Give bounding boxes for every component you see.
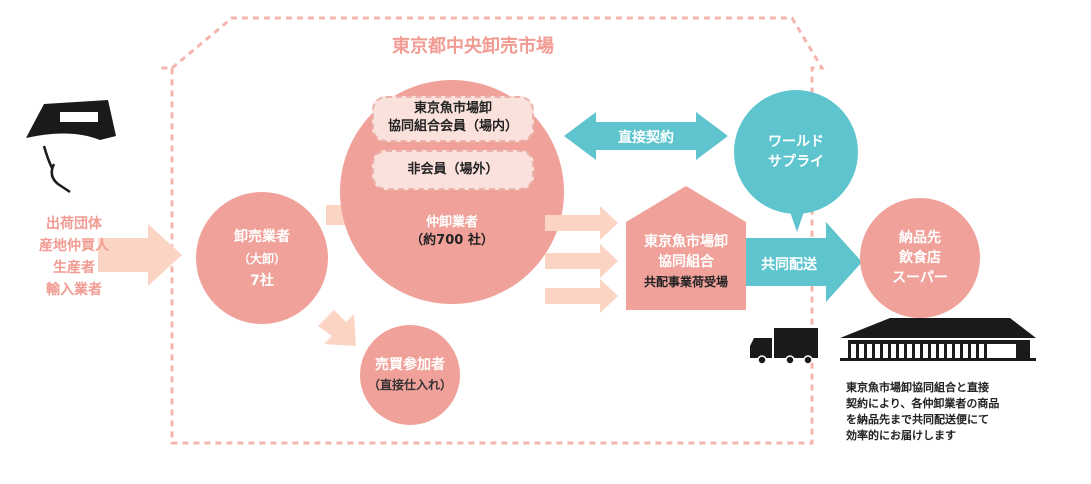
intermediate-count: （約700 社） (410, 233, 494, 248)
world-supply-line: サプライ (768, 154, 824, 170)
warehouse-icon (840, 318, 1036, 361)
destination-label: 納品先 飲食店 スーパー (870, 228, 970, 288)
world-supply-circle (734, 90, 858, 214)
direct-contract-arrow (564, 112, 728, 160)
producer-icon (26, 100, 116, 194)
destination-line: 納品先 (899, 230, 941, 246)
market-title: 東京都中央卸売市場 (392, 36, 554, 57)
shippers-label: 出荷団体 産地仲買人 生産者 輸入業者 (28, 213, 120, 301)
arrow-wholesalers-to-traders (318, 310, 356, 346)
shipper-line: 出荷団体 (46, 216, 102, 232)
wholesalers-count: 7社 (250, 273, 274, 289)
note-line: を納品先まで共同配送便にて (846, 413, 989, 426)
destination-line: スーパー (892, 270, 948, 286)
note-line: 東京魚市場卸協同組合と直接 (846, 381, 989, 394)
world-supply-tail (788, 206, 806, 232)
intermediate-label: 仲卸業者 （約700 社） (402, 214, 502, 250)
traders-label: 売買参加者 （直接仕入れ） (360, 355, 460, 395)
note-line: 効率的にお届けします (846, 429, 956, 442)
cooperative-house (626, 186, 746, 310)
traders-circle (360, 325, 460, 425)
market-boundary (158, 16, 825, 445)
intermediate-name: 仲卸業者 (425, 215, 478, 230)
coop-line: 共配事業荷受場 (643, 275, 728, 289)
traders-name: 売買参加者 (375, 357, 445, 373)
note-line: 契約により、各仲卸業者の商品 (846, 397, 1000, 410)
joint-delivery-arrow (746, 222, 862, 302)
arrow-intermediate-to-coop-1 (545, 206, 618, 240)
member-line: 東京魚市場卸 (413, 101, 492, 116)
shipper-line: 産地仲買人 (39, 238, 109, 254)
arrow-intermediate-to-coop-3 (545, 279, 618, 313)
world-supply-label: ワールド サプライ (746, 132, 846, 172)
wholesalers-label: 卸売業者 （大卸） 7社 (212, 226, 312, 292)
cooperative-label: 東京魚市場卸 協同組合 共配事業荷受場 (626, 232, 746, 292)
coop-line: 東京魚市場卸 (644, 234, 728, 250)
truck-icon (750, 328, 818, 365)
arrow-intermediate-to-coop-2 (545, 244, 618, 278)
nonmember-pill: 非会員（場外） (372, 150, 534, 190)
wholesalers-note: （大卸） (237, 252, 286, 266)
destination-line: 飲食店 (899, 250, 941, 266)
wholesalers-circle (196, 192, 328, 324)
world-supply-line: ワールド (768, 134, 824, 150)
traders-note: （直接仕入れ） (367, 378, 452, 392)
delivery-note: 東京魚市場卸協同組合と直接 契約により、各仲卸業者の商品 を納品先まで共同配送便… (846, 380, 1086, 444)
wholesalers-name: 卸売業者 (234, 229, 290, 245)
member-line: 協同組合会員（場内） (387, 119, 518, 134)
coop-line: 協同組合 (658, 254, 714, 270)
member-pill: 東京魚市場卸 協同組合会員（場内） (372, 96, 534, 142)
joint-delivery-label: 共同配送 (761, 257, 817, 273)
direct-contract-label: 直接契約 (618, 130, 674, 146)
shipper-line: 生産者 (53, 260, 95, 276)
shipper-line: 輸入業者 (46, 282, 102, 298)
arrow-shippers-to-wholesalers (98, 224, 182, 286)
destination-circle (860, 198, 980, 318)
